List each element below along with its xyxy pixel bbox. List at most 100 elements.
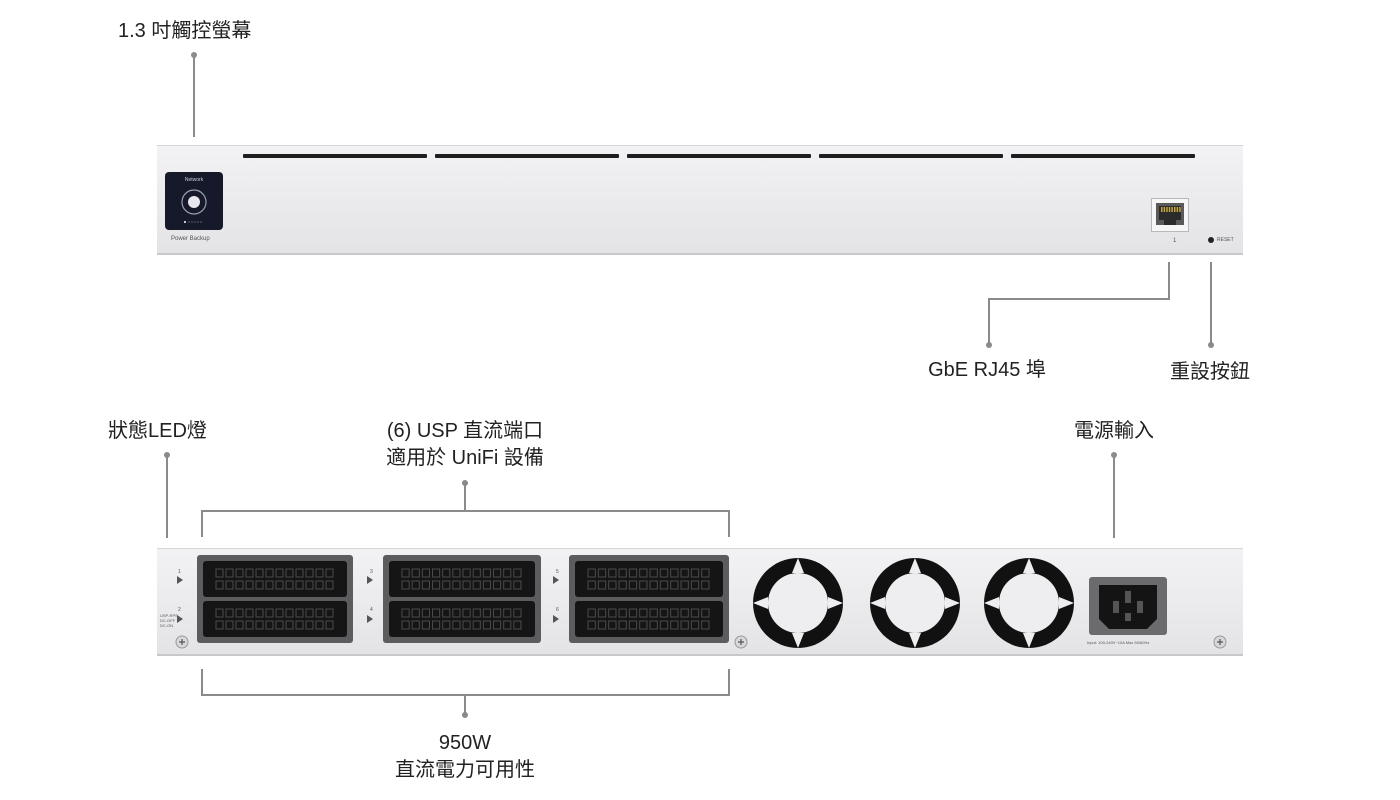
usp-port-6[interactable]	[575, 601, 723, 637]
fan-icon	[753, 558, 843, 648]
usp-port-pin	[680, 620, 689, 630]
usp-port-pin	[503, 608, 512, 618]
rj45-leader-dot	[986, 342, 992, 348]
usp-port-pin	[462, 620, 471, 630]
usp-port-pin	[587, 568, 596, 578]
usp-port-pin	[401, 608, 410, 618]
led-port-number-2: 2	[178, 607, 181, 613]
usp-port-pin	[628, 580, 638, 590]
reset-button[interactable]	[1208, 237, 1214, 243]
usp-port-pin	[482, 568, 492, 578]
usp-port-pin	[255, 620, 264, 630]
usp-port-pin	[462, 580, 471, 590]
usp-port-pin	[442, 568, 451, 578]
rj45-socket-icon	[1156, 203, 1184, 225]
usp-port-pin	[265, 580, 274, 590]
usp-port-pin	[215, 608, 224, 618]
usp-port-pin	[462, 568, 471, 578]
usp-port-pin	[432, 620, 441, 630]
usp-port-pin	[503, 580, 512, 590]
usp-port-pin	[493, 608, 502, 618]
front-vent-slot	[627, 154, 811, 158]
usp-port-pins	[215, 568, 334, 590]
usp-port-pin	[215, 620, 224, 630]
usp-port-pin	[325, 580, 334, 590]
usp-port-pin	[285, 568, 294, 578]
usp-port-pin	[275, 608, 284, 618]
power-bracket-dot	[462, 712, 468, 718]
usp-port-pin	[513, 568, 522, 578]
usp-port-pin	[690, 580, 700, 590]
rj45-port-number: 1	[1173, 238, 1177, 244]
usp-port-pin	[587, 608, 596, 618]
front-vent-slot	[243, 154, 427, 158]
usp-port-pin	[618, 608, 627, 618]
usp-port-pin	[639, 608, 648, 618]
usp-port-pin	[245, 620, 254, 630]
usp-port-5[interactable]	[575, 561, 723, 597]
led-indicator-2	[177, 615, 183, 623]
usp-port-4-indicator	[367, 615, 373, 623]
usp-port-pin	[659, 608, 669, 618]
usp-port-pin	[432, 608, 441, 618]
usp-port-pin	[295, 608, 304, 618]
usp-port-pin	[649, 620, 658, 630]
usp-port-pin	[690, 568, 700, 578]
usp-port-pin	[472, 568, 481, 578]
reset-leader-line	[1210, 262, 1212, 344]
usp-port-pin	[411, 568, 420, 578]
usp-port-pin	[235, 568, 244, 578]
usp-port-pin	[265, 620, 274, 630]
power-inlet[interactable]	[1089, 577, 1167, 635]
usp-port-pins	[401, 608, 522, 630]
usp-port-pin	[401, 580, 410, 590]
screen-title: Network	[184, 177, 204, 183]
usp-port-pin	[225, 620, 234, 630]
usp-port-pin	[285, 608, 294, 618]
led-port-number-1: 1	[178, 569, 181, 575]
usp-port-pin	[432, 568, 441, 578]
usp-port-2[interactable]	[203, 601, 347, 637]
iec-socket-icon	[1099, 585, 1157, 629]
usp-port-pin	[680, 608, 689, 618]
usp-port-pin	[639, 580, 648, 590]
usp-ports-label-line2: 適用於 UniFi 設備	[386, 447, 544, 469]
usp-port-pin	[462, 608, 471, 618]
power-availability-label-line2: 直流電力可用性	[395, 759, 535, 781]
power-bracket-right	[728, 669, 730, 696]
usp-port-pin	[305, 580, 314, 590]
usp-port-pin	[411, 620, 420, 630]
usp-port-pin	[215, 568, 224, 578]
rj45-port[interactable]	[1151, 198, 1189, 232]
usp-port-3[interactable]	[389, 561, 535, 597]
usp-port-pin	[472, 620, 481, 630]
usp-port-pin	[421, 580, 430, 590]
usp-port-pin	[295, 620, 304, 630]
usp-ports-leader-stem	[464, 483, 466, 511]
touchscreen[interactable]: Network	[165, 172, 223, 230]
usp-port-pin	[285, 620, 294, 630]
usp-port-pin	[411, 580, 420, 590]
usp-port-pin	[639, 568, 648, 578]
usp-port-pin	[649, 580, 658, 590]
usp-port-pin	[690, 620, 700, 630]
usp-port-pin	[315, 568, 324, 578]
usp-port-pin	[225, 580, 234, 590]
usp-port-pin	[482, 608, 492, 618]
usp-port-pin	[265, 568, 274, 578]
usp-port-pin	[442, 620, 451, 630]
usp-port-pin	[587, 620, 596, 630]
usp-port-1[interactable]	[203, 561, 347, 597]
usp-port-4[interactable]	[389, 601, 535, 637]
usp-port-pin	[659, 620, 669, 630]
usp-port-pin	[587, 580, 596, 590]
usp-port-pins	[587, 608, 710, 630]
usp-port-pin	[513, 580, 522, 590]
usp-port-pin	[325, 568, 334, 578]
status-led-leader-line	[166, 455, 168, 538]
usp-port-pin	[618, 580, 627, 590]
usp-port-pin	[235, 608, 244, 618]
usp-port-pin	[670, 580, 679, 590]
usp-port-pin	[493, 568, 502, 578]
usp-port-pin	[452, 580, 461, 590]
